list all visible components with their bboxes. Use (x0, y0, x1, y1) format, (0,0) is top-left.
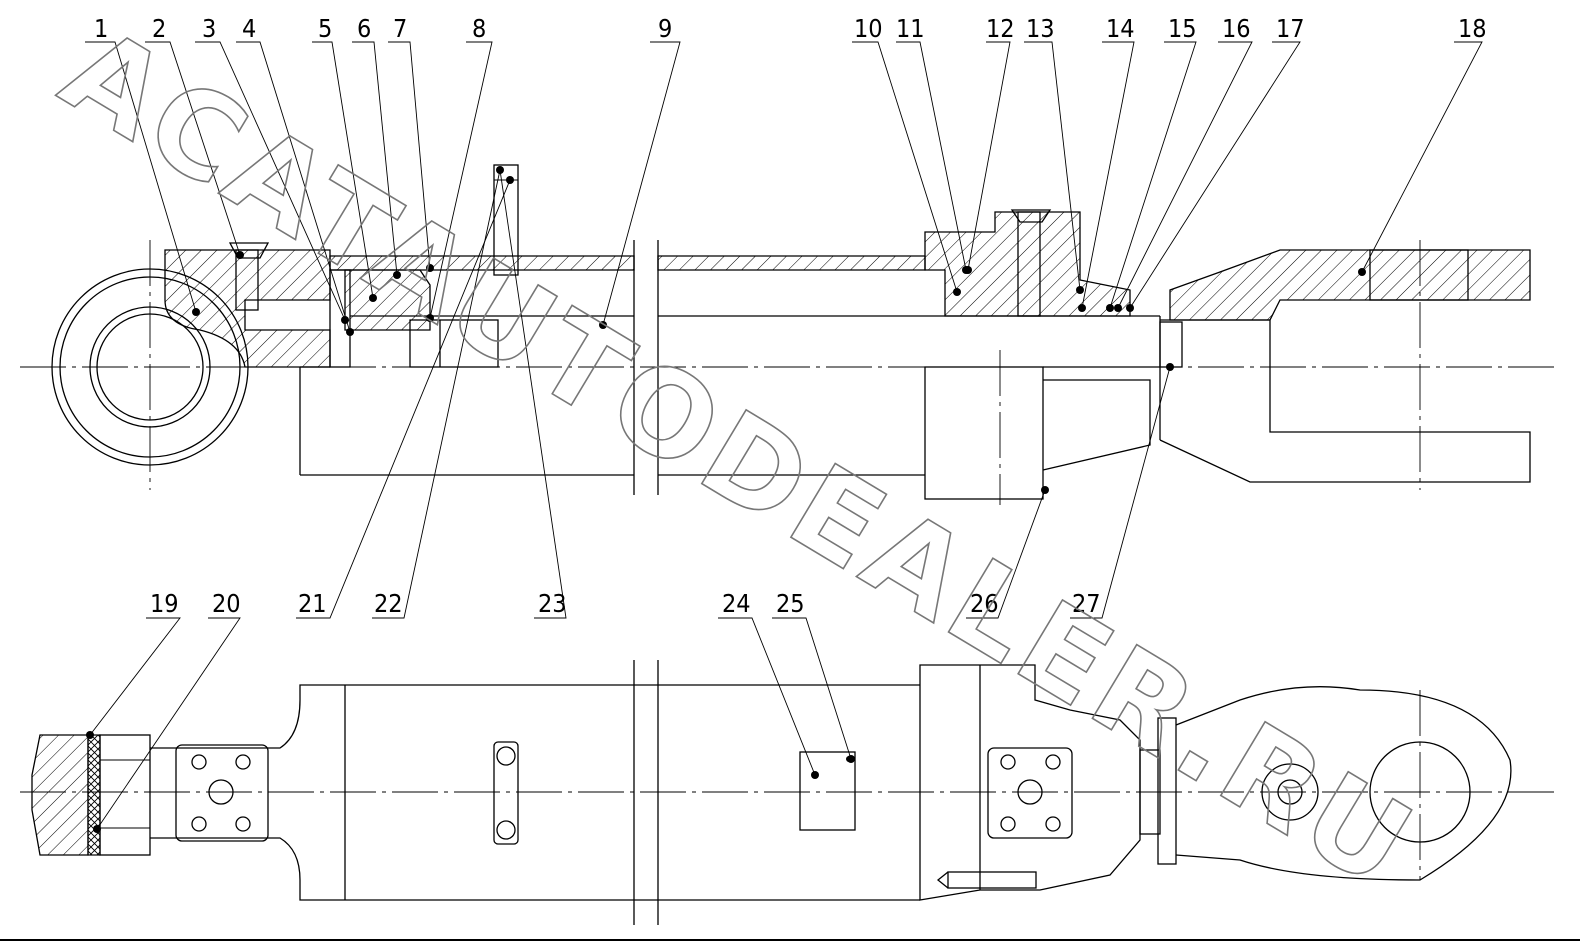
callout-17: 17 (1276, 14, 1305, 43)
leader-lines (85, 41, 1483, 830)
callout-labels: 1 2 3 4 5 6 7 8 9 10 11 12 13 14 15 16 1… (94, 14, 1487, 618)
callout-21: 21 (298, 589, 327, 618)
callout-2: 2 (152, 14, 166, 43)
callout-20: 20 (212, 589, 241, 618)
callout-6: 6 (357, 14, 371, 43)
callout-19: 19 (150, 589, 179, 618)
leader-dots (86, 166, 1366, 833)
callout-3: 3 (202, 14, 216, 43)
callout-24: 24 (722, 589, 751, 618)
callout-4: 4 (242, 14, 256, 43)
outside-view (20, 660, 1560, 925)
callout-27: 27 (1072, 589, 1101, 618)
callout-18: 18 (1458, 14, 1487, 43)
callout-7: 7 (393, 14, 407, 43)
callout-5: 5 (318, 14, 332, 43)
section-view (20, 164, 1560, 505)
callout-26: 26 (970, 589, 999, 618)
callout-15: 15 (1168, 14, 1197, 43)
callout-10: 10 (854, 14, 883, 43)
callout-8: 8 (472, 14, 486, 43)
watermark-text: ACATAUTODEALER.RU (41, 1, 1439, 917)
callout-11: 11 (896, 14, 925, 43)
callout-16: 16 (1222, 14, 1251, 43)
callout-25: 25 (776, 589, 805, 618)
callout-23: 23 (538, 589, 567, 618)
callout-9: 9 (658, 14, 672, 43)
callout-22: 22 (374, 589, 403, 618)
callout-13: 13 (1026, 14, 1055, 43)
callout-12: 12 (986, 14, 1015, 43)
callout-14: 14 (1106, 14, 1135, 43)
callout-1: 1 (94, 14, 108, 43)
